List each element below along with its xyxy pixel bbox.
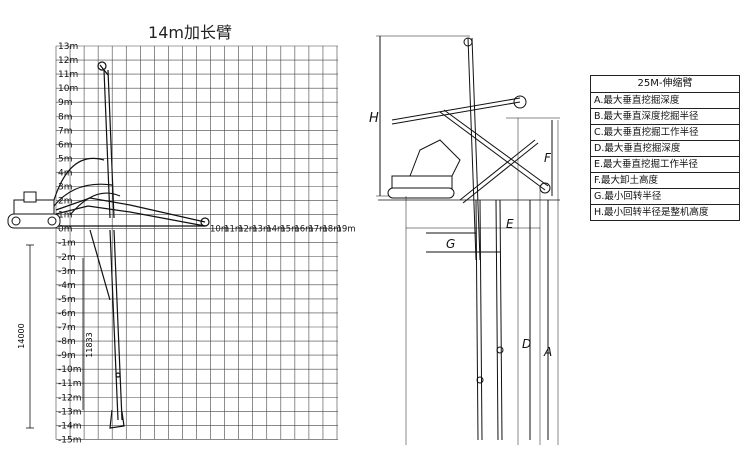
x-tick-label: 15m — [280, 225, 299, 235]
x-tick-label: 18m — [322, 225, 341, 235]
dim-label-H: H — [369, 111, 379, 126]
legend-table: 25M-伸缩臂 A.最大垂直挖掘深度 B.最大垂直深度挖掘半径 C.最大垂直挖掘… — [590, 75, 740, 221]
legend-row: G.最小回转半径 — [591, 189, 739, 205]
y-tick-label: 10m — [58, 84, 78, 94]
y-tick-label: 6m — [58, 140, 73, 150]
dim-label-D: D — [522, 337, 531, 351]
y-tick-label: 7m — [58, 126, 73, 136]
y-tick-label: 8m — [58, 112, 73, 122]
dim-label-G: G — [446, 237, 455, 251]
y-tick-label: 13m — [58, 42, 78, 52]
x-tick-label: 19m — [336, 225, 355, 235]
y-tick-label: 11m — [58, 70, 78, 80]
excavator-body-right — [387, 139, 461, 199]
legend-title: 25M-伸缩臂 — [591, 76, 739, 93]
excavator-body-left — [7, 191, 61, 229]
y-tick-label: -11m — [58, 379, 81, 389]
grid — [55, 45, 338, 440]
y-tick-label: 1m — [58, 211, 73, 221]
dim-label-F: F — [544, 151, 552, 165]
y-tick-label: -12m — [58, 393, 81, 403]
y-tick-label: 9m — [58, 98, 73, 108]
depth-dimension-label-2: 11833 — [85, 332, 94, 357]
y-tick-label: -6m — [58, 309, 76, 319]
right-diagram — [376, 35, 560, 445]
x-tick-label: 17m — [308, 225, 327, 235]
legend-row: A.最大垂直挖掘深度 — [591, 93, 739, 109]
y-tick-label: -4m — [58, 281, 76, 291]
y-tick-label: -5m — [58, 295, 76, 305]
y-tick-label: -15m — [58, 435, 81, 445]
legend-row: C.最大垂直挖掘工作半径 — [591, 125, 739, 141]
legend-row: E.最大垂直挖掘工作半径 — [591, 157, 739, 173]
x-tick-label: 13m — [252, 225, 271, 235]
x-tick-label: 11m — [224, 225, 243, 235]
x-tick-label: 16m — [294, 225, 313, 235]
y-tick-label: -7m — [58, 323, 76, 333]
y-tick-label: 3m — [58, 183, 73, 193]
y-axis-labels: 13m 12m 11m 10m 9m 8m 7m 6m 5m 4m 3m 2m 1m 0m -1m -2m -3… — [58, 42, 81, 445]
legend-row: F.最大卸土高度 — [591, 173, 739, 189]
depth-dimension — [26, 244, 84, 429]
x-tick-label: 10m — [210, 225, 229, 235]
y-tick-label: -3m — [58, 267, 76, 277]
y-tick-label: 2m — [58, 197, 73, 207]
y-tick-label: 4m — [58, 168, 73, 178]
boom-horizontal-config — [55, 192, 210, 227]
dim-label-E: E — [506, 217, 514, 231]
dim-label-A: A — [543, 345, 552, 359]
left-title: 14m加长臂 — [148, 23, 232, 42]
y-tick-label: 5m — [58, 154, 73, 164]
legend-row: B.最大垂直深度挖掘半径 — [591, 109, 739, 125]
y-tick-label: -1m — [58, 239, 76, 249]
boom-depth-config — [89, 229, 125, 429]
y-tick-label: -13m — [58, 407, 81, 417]
legend-row: D.最大垂直挖掘深度 — [591, 141, 739, 157]
legend-row: H.最小回转半径是整机高度 — [594, 207, 709, 218]
y-tick-label: -9m — [58, 351, 76, 361]
x-tick-label: 14m — [266, 225, 285, 235]
y-tick-label: 0m — [58, 225, 73, 235]
y-tick-label: -2m — [58, 253, 76, 263]
depth-dimension-label: 14000 — [17, 323, 26, 348]
y-tick-label: -8m — [58, 337, 76, 347]
y-tick-label: -14m — [58, 421, 81, 431]
y-tick-label: 12m — [58, 56, 78, 66]
x-tick-label: 12m — [238, 225, 257, 235]
y-tick-label: -10m — [58, 365, 81, 375]
left-diagram: 14m加长臂 13m12m11m10m9m8m7m6m5m4m3m2m1m0m-… — [7, 23, 356, 445]
